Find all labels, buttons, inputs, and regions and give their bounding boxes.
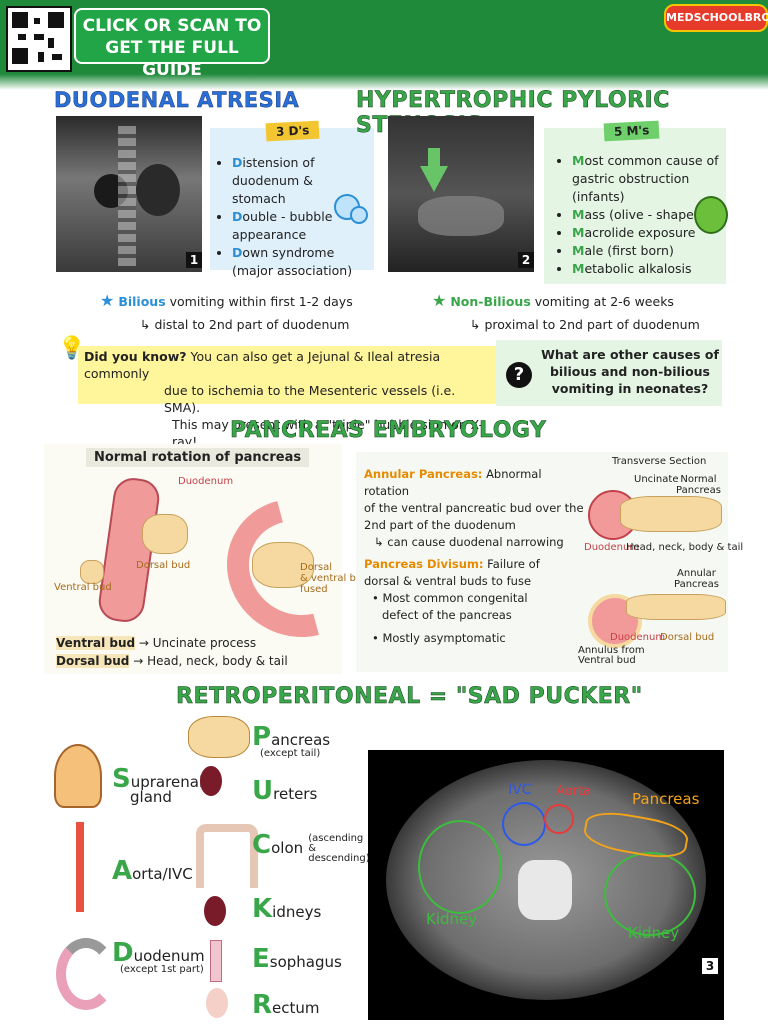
duodenum-small-label: Duodenum	[584, 542, 640, 553]
dorsal-bud-label-2: Dorsal bud	[660, 632, 715, 643]
star-icon: ★	[100, 291, 115, 310]
kidney-ureter-icon	[200, 766, 222, 796]
ct-label-aorta: Aorta	[556, 784, 592, 799]
normal-pancreas-shape	[620, 496, 722, 532]
did-you-know-line-1: Did you know? You can also get a Jejunal…	[84, 349, 441, 381]
did-you-know-line-2: due to ischemia to the Mesenteric vessel…	[164, 383, 456, 415]
five-ms-item: Metabolic alkalosis	[572, 260, 726, 278]
ventral-bud-label: Ventral bud	[54, 582, 112, 593]
kidney-right-outline	[604, 852, 696, 936]
duodenum-label: Duodenum	[178, 476, 234, 487]
ct-label-kidney-left: Kidney	[426, 910, 478, 928]
image-number-1: 1	[186, 252, 202, 268]
image-number-2: 2	[518, 252, 534, 268]
ultrasound-image-2	[388, 116, 534, 272]
cta-button[interactable]: CLICK OR SCAN TO GET THE FULL GUIDE	[74, 8, 270, 80]
five-ms-list: Most common cause of gastric obstruction…	[558, 152, 726, 278]
annular-pancreas-shape	[626, 594, 726, 620]
three-ds-list: Distension of duodenum & stomach Double …	[218, 154, 368, 280]
normal-rotation-title: Normal rotation of pancreas	[86, 448, 310, 467]
sad-item-d: Duodenum (except 1st part)	[112, 938, 205, 975]
transverse-section-label: Transverse Section	[612, 456, 707, 467]
xray-image-1	[56, 116, 202, 272]
ct-label-kidney-right: Kidney	[628, 924, 680, 942]
fused-buds-label: Dorsal & ventral buds fused	[300, 562, 374, 595]
bubble-icon	[350, 206, 368, 224]
bilious-note: ★ Bilious vomiting within first 1-2 days	[100, 291, 353, 310]
question-text: What are other causes of bilious and non…	[541, 347, 719, 396]
duodenum-icon	[56, 938, 116, 1010]
did-you-know-box: Did you know? You can also get a Jejunal…	[78, 346, 498, 449]
ct-label-pancreas: Pancreas	[632, 790, 700, 808]
duodenum-small-label-2: Duodenum	[610, 632, 666, 643]
suprarenal-gland-icon	[54, 744, 102, 808]
five-ms-item: Most common cause of gastric obstruction…	[572, 152, 726, 206]
kidney-left-outline	[418, 820, 502, 914]
sad-item-u: Ureters	[252, 776, 318, 806]
ventral-bud-illustration	[80, 560, 104, 584]
five-ms-item: Mass (olive - shaped)	[572, 206, 726, 224]
pancreas-icon	[188, 716, 250, 758]
distal-note: ↳ distal to 2nd part of duodenum	[140, 317, 350, 332]
star-icon: ★	[432, 291, 447, 310]
aorta-outline	[544, 804, 574, 834]
colon-icon	[196, 824, 258, 888]
proximal-note: ↳ proximal to 2nd part of duodenum	[470, 317, 700, 332]
sad-item-c: Colon (ascending & descending)	[252, 830, 370, 864]
olive-icon	[694, 196, 728, 234]
qr-code[interactable]	[6, 6, 72, 72]
rectum-icon	[206, 988, 228, 1018]
sad-item-e: Esophagus	[252, 944, 342, 974]
sad-item-s: Suprarenal gland	[112, 764, 204, 806]
uncinate-label: Uncinate	[634, 474, 679, 485]
cta-line-2: GET THE FULL GUIDE	[105, 38, 239, 80]
sad-item-r: Rectum	[252, 990, 320, 1020]
question-box	[496, 340, 722, 406]
sad-item-p: Pancreas (except tail)	[252, 722, 331, 759]
annular-pancreas-text: Annular Pancreas: Abnormal rotation of t…	[364, 467, 584, 549]
kidney-icon	[204, 896, 226, 926]
retroperitoneal-title: RETROPERITONEAL = "SAD PUCKER"	[176, 684, 643, 710]
head-neck-label: Head, neck, body & tail	[626, 542, 744, 553]
aorta-icon	[76, 822, 84, 912]
image-number-3: 3	[702, 958, 718, 974]
esophagus-icon	[210, 940, 222, 982]
pancreas-anomalies-panel	[356, 452, 728, 672]
pancreas-divisum-text: Pancreas Divisum: Failure of dorsal & ve…	[364, 557, 540, 645]
five-ms-item: Macrolide exposure	[572, 224, 726, 242]
pancreas-embryology-title: PANCREAS EMBRYOLOGY	[230, 418, 547, 444]
three-ds-item: Down syndrome (major association)	[232, 244, 368, 280]
three-ds-tag: 3 D's	[265, 120, 320, 142]
five-ms-item: Male (first born)	[572, 242, 726, 260]
dorsal-bud-mapping: Dorsal bud → Head, neck, body & tail	[56, 654, 288, 668]
cta-line-1: CLICK OR SCAN TO	[82, 16, 262, 36]
sad-item-a: Aorta/IVC	[112, 856, 193, 886]
fused-buds-illustration	[252, 542, 314, 588]
brand-logo: MEDSCHOOLBRO	[664, 4, 768, 32]
three-ds-item: Distension of duodenum & stomach	[232, 154, 368, 208]
arrow-down-icon	[420, 166, 448, 192]
ct-scan-image: IVC Aorta Pancreas Kidney Kidney	[368, 750, 724, 1020]
five-ms-tag: 5 M's	[603, 120, 660, 142]
ventral-bud-mapping: Ventral bud → Uncinate process	[56, 636, 257, 650]
dorsal-bud-label: Dorsal bud	[136, 560, 191, 571]
three-ds-item: Double - bubble appearance	[232, 208, 368, 244]
question-icon: ?	[506, 362, 532, 388]
ct-label-ivc: IVC	[508, 782, 532, 798]
ivc-outline	[502, 802, 546, 846]
dorsal-bud-illustration	[142, 514, 188, 554]
non-bilious-note: ★ Non-Bilious vomiting at 2-6 weeks	[432, 291, 674, 310]
duodenal-atresia-title: DUODENAL ATRESIA	[54, 88, 300, 112]
sad-item-k: Kidneys	[252, 894, 322, 924]
